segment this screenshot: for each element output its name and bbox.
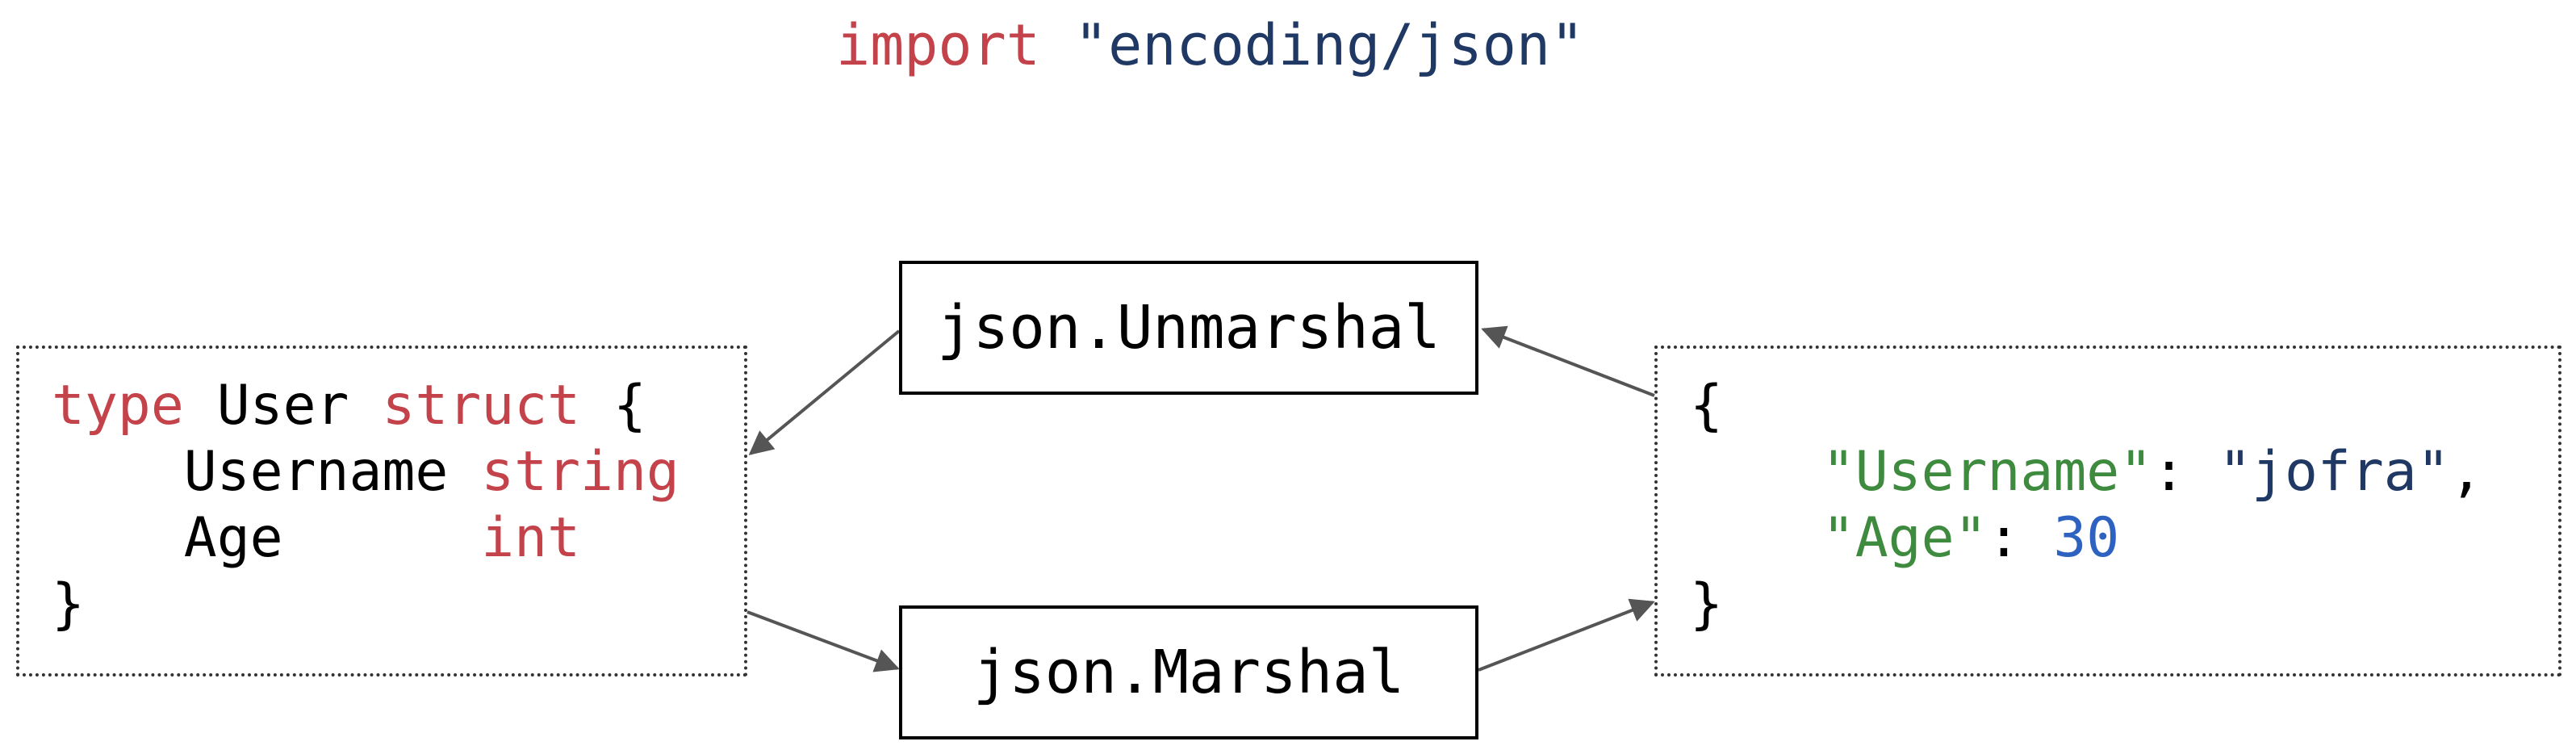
json-value-age: 30 [2053,506,2120,570]
arrow-marshal-to-json [1478,598,1655,672]
go-struct-code: type User struct { Username string Age i… [52,373,680,638]
import-package: "encoding/json" [1074,12,1585,78]
struct-line-2: Username string [52,439,680,505]
unmarshal-label: json.Unmarshal [937,293,1441,362]
type-name: User [216,374,349,438]
arrow-json-to-unmarshal [1481,325,1655,397]
struct-line-1: type User struct { [52,373,680,439]
field-username-name: Username [183,440,449,504]
struct-line-4: } [52,572,680,638]
marshal-label: json.Marshal [972,638,1405,707]
json-key-age: "Age" [1821,506,1988,570]
type-keyword: type [52,374,184,438]
json-close-brace: } [1690,572,1723,636]
json-open-brace: { [1690,374,1723,438]
json-key-username: "Username" [1821,440,2153,504]
json-colon-2: : [1987,506,2054,570]
field-username-type: string [481,440,680,504]
json-value-username: "jofra" [2218,440,2450,504]
struct-keyword: struct [382,374,581,438]
struct-line-3: Age int [52,505,680,572]
struct-close-brace: } [52,572,85,636]
json-comma-1: , [2449,440,2483,504]
json-line-4: } [1690,572,2483,638]
unmarshal-function-box: json.Unmarshal [899,261,1478,395]
field-age-name: Age [183,506,283,570]
json-document-box: { "Username": "jofra", "Age": 30} [1654,346,2561,677]
field-age-type: int [481,506,581,570]
json-line-3: "Age": 30 [1690,505,2483,572]
marshal-function-box: json.Marshal [899,605,1478,739]
import-keyword: import [836,12,1040,78]
struct-open-brace: { [613,374,646,438]
json-code: { "Username": "jofra", "Age": 30} [1690,373,2483,638]
arrow-unmarshal-to-struct [748,329,901,455]
json-line-1: { [1690,373,2483,439]
json-line-2: "Username": "jofra", [1690,439,2483,505]
import-statement: import "encoding/json" [836,5,1584,86]
go-struct-box: type User struct { Username string Age i… [16,346,747,677]
json-colon-1: : [2152,440,2219,504]
arrow-struct-to-marshal [746,610,900,672]
